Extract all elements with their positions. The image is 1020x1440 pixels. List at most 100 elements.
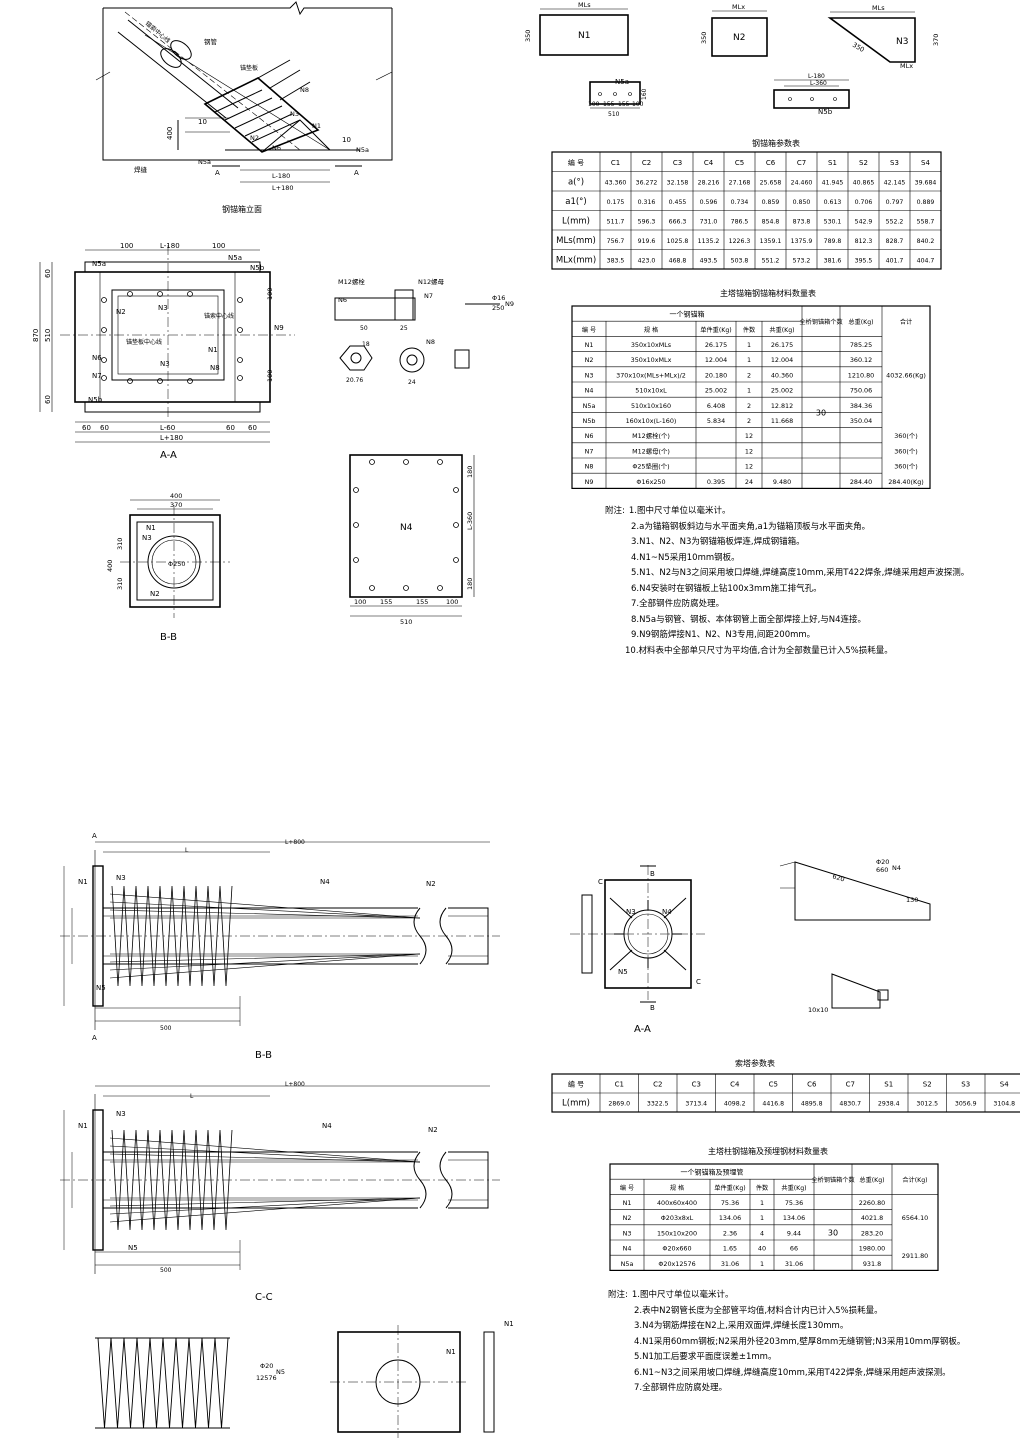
table2-cell: 25.002 xyxy=(771,387,793,395)
table1-cell: 551.2 xyxy=(762,257,780,264)
bb-mark-n3: N3 xyxy=(142,534,152,542)
mark-n1: N1 xyxy=(312,122,321,130)
lcc-n4: N4 xyxy=(322,1122,332,1130)
sp-n9: N9 xyxy=(505,300,514,308)
aa-label-center: 锚索中心线 xyxy=(204,312,234,320)
table1-cell: 0.316 xyxy=(638,199,656,206)
table1-cell: 573.2 xyxy=(793,257,811,264)
sp-n6: N6 xyxy=(338,296,347,304)
aa-mark-n6: N6 xyxy=(92,354,102,362)
label-pipe: 钢管 xyxy=(204,37,218,46)
mark-a-left: A xyxy=(215,169,220,177)
table4-header-0: 编 号 xyxy=(620,1184,634,1192)
table2-cell: N4 xyxy=(585,387,594,395)
table2-cell: 384.36 xyxy=(850,402,872,410)
aa-mark-n1: N1 xyxy=(208,346,218,354)
table3-cell: 4098.2 xyxy=(724,1101,746,1108)
table4-header-2: 单件重(Kg) xyxy=(714,1184,745,1192)
plate-n4-label: N4 xyxy=(400,523,413,533)
table1-cell: 381.6 xyxy=(824,257,842,264)
section-aa: 100 L-180 100 60 60 L-60 60 60 L+180 60 … xyxy=(32,242,295,461)
lcc-n2: N2 xyxy=(428,1126,438,1134)
table2-cell: Φ16x250 xyxy=(636,478,665,486)
table2-header-4: 共重(Kg) xyxy=(769,326,794,334)
n4bar-620: 620 xyxy=(831,872,845,883)
table1-cell: 789.8 xyxy=(824,238,842,245)
laa-b1: B xyxy=(650,870,655,878)
lcc-n5: N5 xyxy=(128,1244,138,1252)
notes1-item-5: 6.N4安装时在钢锚板上钻100x3mm施工排气孔。 xyxy=(631,583,822,594)
n5a-d5: 510 xyxy=(608,111,620,118)
bb-d310: 310 xyxy=(116,538,124,550)
plate-n1-dimh: 350 xyxy=(524,30,532,42)
table1-cell: 854.8 xyxy=(762,218,780,225)
mark-n3: N3 xyxy=(290,110,299,118)
table2-cell: 160x10x(L-160) xyxy=(626,417,677,425)
mark-n2: N2 xyxy=(250,134,259,142)
table4-sum2: 2911.80 xyxy=(902,1252,928,1260)
table1-cell: 1135.2 xyxy=(698,238,720,245)
table2-cell: 12 xyxy=(745,432,753,440)
table2-cell: 785.25 xyxy=(850,341,872,349)
notes1-item-2: 3.N1、N2、N3为钢锚箱板焊连,焊成钢锚箱。 xyxy=(631,537,805,547)
table2: 主塔锚箱钢锚箱材料数量表 一个钢锚箱编 号规 格单件重(Kg)件数共重(Kg)全… xyxy=(571,288,931,489)
sp-24: 24 xyxy=(408,379,416,386)
n5a-d6: 160 xyxy=(641,88,648,100)
plate-n3-dims: MLs xyxy=(872,4,885,12)
table4-cell: 1 xyxy=(760,1260,764,1268)
table3-header-4: C4 xyxy=(730,1081,740,1089)
table1-cell: 28.216 xyxy=(698,179,720,186)
table2-cell: M12螺母(个) xyxy=(632,446,670,455)
notes2-item-2: 3.N4为钢筋焊接在N2上,采用双面焊,焊缝长度130mm。 xyxy=(634,1321,849,1331)
table1-cell: 812.3 xyxy=(855,238,873,245)
plate-n2-dimh: 350 xyxy=(700,32,708,44)
table2-cell: N7 xyxy=(585,447,594,455)
long-bar-n4 xyxy=(109,901,421,919)
long-bar-n4 xyxy=(109,1153,421,1163)
table4-cell: 4 xyxy=(760,1229,764,1237)
table3-cell: 2869.0 xyxy=(608,1101,630,1108)
table2-cell: 26.175 xyxy=(705,341,727,349)
sp-m12: M12螺栓 xyxy=(338,277,365,286)
table1-cell: 401.7 xyxy=(886,257,904,264)
table1-cell: 25.658 xyxy=(760,179,782,186)
table1-cell: 552.2 xyxy=(886,218,904,225)
aa-mark-n9: N9 xyxy=(274,324,284,332)
aa-mark-n2: N2 xyxy=(116,308,126,316)
table1-header-6: C6 xyxy=(766,159,776,167)
table2-subtotal: 4032.66(Kg) xyxy=(886,371,926,379)
table2-cell: 40.360 xyxy=(771,371,793,379)
spiral-phi: Φ20 xyxy=(260,1362,273,1370)
table2-cell: 1 xyxy=(747,387,751,395)
table1-cell: 27.168 xyxy=(729,179,751,186)
lcc-d3: 500 xyxy=(160,1267,172,1274)
table4-cell: 31.06 xyxy=(721,1260,739,1268)
table1-cell: 1226.3 xyxy=(729,238,751,245)
table1-cell: 32.158 xyxy=(667,179,689,186)
table3-cell: 3713.4 xyxy=(685,1101,707,1108)
aa-dim-b2: 60 xyxy=(100,424,109,432)
long-bar-n4 xyxy=(109,1145,421,1163)
aa-dim-top1: 100 xyxy=(120,242,133,250)
table1-header-5: C5 xyxy=(735,159,744,167)
table1-cell: 404.7 xyxy=(917,257,935,264)
table2-header-0: 编 号 xyxy=(582,326,596,334)
n4-dr2: 180 xyxy=(466,466,474,478)
table1-cell: 0.175 xyxy=(607,199,625,206)
table4-header-6: 总重(Kg) xyxy=(859,1176,884,1184)
table1-cell: 0.706 xyxy=(855,199,873,206)
table1-cell: 40.865 xyxy=(853,179,875,186)
label-anchor-line: 锚索中心线 xyxy=(144,19,172,44)
lower-aa: B B C C N4 N3 N5 A-A xyxy=(570,865,705,1035)
spiral-label: N5 xyxy=(276,1368,285,1376)
plate-n3-dimh: 370 xyxy=(932,34,940,46)
notes1-item-4: 5.N1、N2与N3之间采用坡口焊缝,焊缝高度10mm,采用T422焊条,焊缝采… xyxy=(631,568,970,578)
aa-mark-n3: N3 xyxy=(158,304,168,312)
table4-cell: 931.8 xyxy=(863,1260,881,1268)
aa-dim-l1: 60 xyxy=(44,269,52,278)
table2-group: 一个钢锚箱 xyxy=(670,310,705,319)
table4-count: 30 xyxy=(828,1228,838,1237)
table4-cell: 9.44 xyxy=(787,1229,801,1237)
notes1-item-7: 8.N5a与钢管、钢板、本体钢管上面全部焊接上好,与N4连接。 xyxy=(631,614,867,625)
